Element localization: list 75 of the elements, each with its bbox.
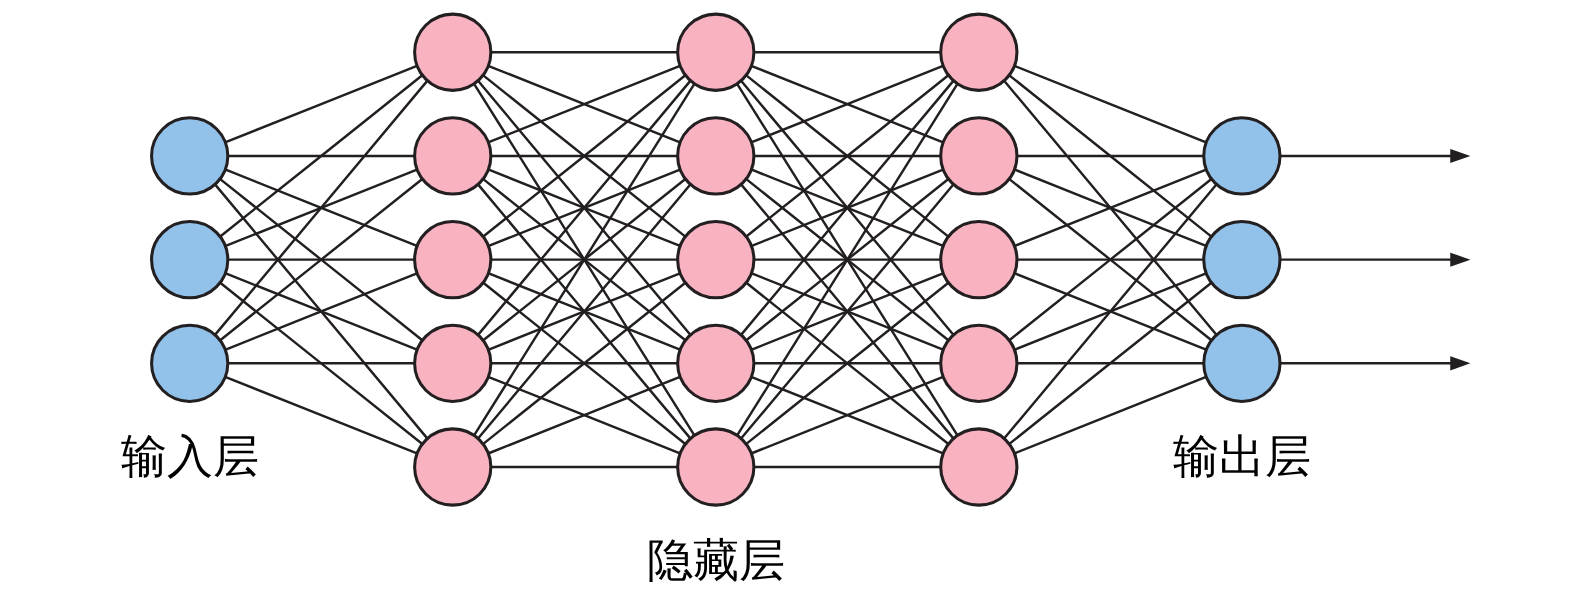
connector (476, 80, 691, 336)
connector (490, 465, 677, 469)
connector (750, 272, 943, 351)
connector (224, 375, 417, 455)
connector (753, 154, 940, 158)
connector (227, 154, 414, 158)
connector (753, 465, 940, 469)
connector (487, 375, 680, 455)
node-circle (675, 12, 755, 92)
connector (213, 183, 428, 440)
connector (482, 178, 686, 341)
connector (1013, 375, 1207, 455)
connector (1013, 272, 1207, 351)
node-circle (412, 427, 492, 507)
node-circle (938, 323, 1018, 403)
node-circle (675, 323, 755, 403)
label: 隐藏层 (646, 534, 785, 588)
connector (1002, 183, 1217, 440)
node-circle (1201, 220, 1282, 300)
node-circle (675, 427, 755, 507)
node-circle (675, 220, 755, 300)
node-circle (412, 220, 492, 300)
connector (487, 272, 680, 351)
connector (219, 178, 423, 341)
connector (739, 80, 954, 336)
connector (750, 375, 943, 455)
connector (1013, 64, 1207, 144)
node-circle (1201, 116, 1282, 196)
node-circle (938, 427, 1018, 507)
node-circle (1201, 323, 1282, 403)
connector (1016, 362, 1203, 365)
arrow (1279, 148, 1470, 163)
connector (1002, 80, 1217, 336)
connector (750, 64, 943, 144)
connector (227, 362, 414, 365)
connector (227, 258, 414, 261)
connector (482, 74, 686, 238)
connector (490, 258, 677, 261)
connector (490, 154, 677, 158)
node-circle (149, 323, 229, 403)
connector (224, 272, 417, 351)
connector (490, 51, 677, 54)
connector (753, 258, 940, 261)
node-circle (149, 220, 229, 300)
connector (745, 178, 949, 341)
node-circle (149, 116, 229, 196)
connector (753, 362, 940, 365)
node-circle (938, 12, 1018, 92)
connector (1008, 178, 1212, 341)
arrow (1279, 356, 1470, 371)
connector (213, 80, 428, 336)
connector (219, 282, 423, 445)
node-circle (412, 323, 492, 403)
connector (1008, 74, 1212, 238)
node-circle (938, 116, 1018, 196)
connector (1016, 258, 1203, 261)
arrow (1279, 252, 1470, 267)
node-circle (938, 220, 1018, 300)
connector (1016, 154, 1203, 158)
connector (1008, 281, 1212, 445)
connector (476, 183, 691, 440)
connector (753, 51, 940, 54)
node-circle (412, 116, 492, 196)
connector (219, 74, 423, 238)
connector (739, 183, 954, 440)
label: 输出层 (1172, 430, 1311, 484)
connector (735, 83, 958, 436)
node-circle (412, 12, 492, 92)
node-circle (675, 116, 755, 196)
connector (745, 74, 949, 238)
connector (487, 64, 680, 144)
label: 输入层 (120, 430, 259, 484)
connector (472, 83, 695, 436)
connector (490, 362, 677, 365)
connector (224, 64, 417, 144)
